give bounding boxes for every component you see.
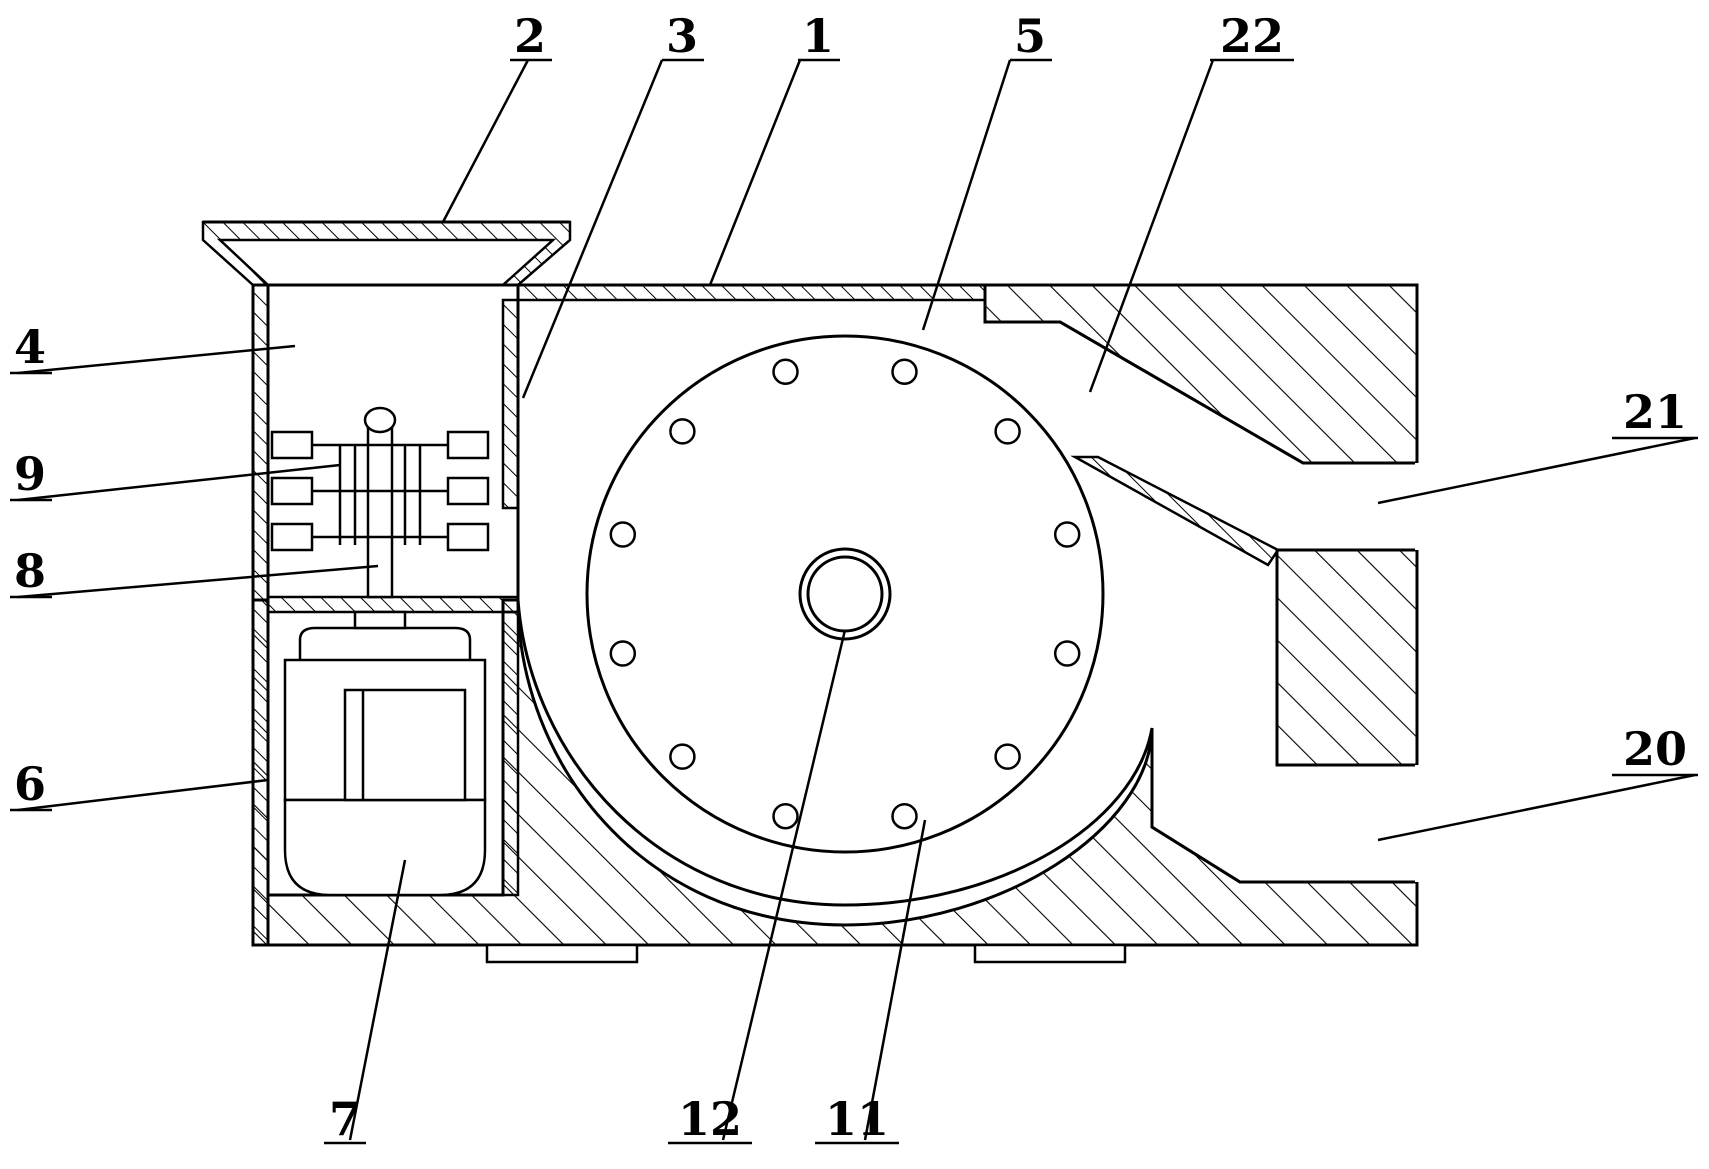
rotor-hole (772, 358, 799, 386)
foot-left (485, 943, 639, 964)
crushing-rotor (585, 334, 1105, 854)
label-2: 2 (514, 9, 546, 63)
label-3: 3 (666, 9, 698, 63)
label-20: 20 (1623, 722, 1687, 776)
rotor-hole (1053, 640, 1081, 667)
label-5: 5 (1014, 9, 1046, 63)
rotor-hole (994, 418, 1021, 445)
foot-right (973, 943, 1127, 964)
rotor-hole (669, 743, 696, 770)
rotor-hole (891, 358, 918, 386)
motor-housing-right (501, 610, 520, 897)
label-12: 12 (678, 1092, 742, 1146)
leader-lines (17, 59, 1696, 1141)
rotor-hole (609, 521, 637, 548)
feed-hopper (201, 220, 572, 287)
rotor-hole (994, 743, 1021, 770)
rotor-hole (891, 802, 918, 830)
part-labels: 2 3 1 5 22 21 20 4 9 8 6 7 12 11 (10, 9, 1698, 1146)
rotor-hole (609, 640, 637, 667)
top-cover-plate (516, 283, 987, 302)
rotor-hole (772, 802, 799, 830)
rotor-holes (609, 358, 1081, 830)
label-1: 1 (802, 9, 834, 63)
label-11: 11 (825, 1092, 889, 1146)
motor (283, 610, 487, 897)
stirring-shaft-assembly (270, 406, 490, 599)
rotor-hole (1053, 521, 1081, 548)
label-9: 9 (14, 447, 46, 501)
label-21: 21 (1623, 385, 1687, 439)
label-4: 4 (14, 320, 46, 374)
label-7: 7 (329, 1092, 361, 1146)
label-6: 6 (14, 757, 46, 811)
left-wall (251, 283, 270, 947)
label-22: 22 (1220, 9, 1284, 63)
motor-housing-top (266, 595, 520, 614)
baffle-plate (501, 298, 520, 510)
rotor-shaft-inner (806, 555, 884, 633)
screen-plate (1070, 455, 1280, 567)
rotor-hole (669, 418, 696, 445)
label-8: 8 (14, 544, 46, 598)
housing-bottom-hatched (251, 598, 1419, 947)
